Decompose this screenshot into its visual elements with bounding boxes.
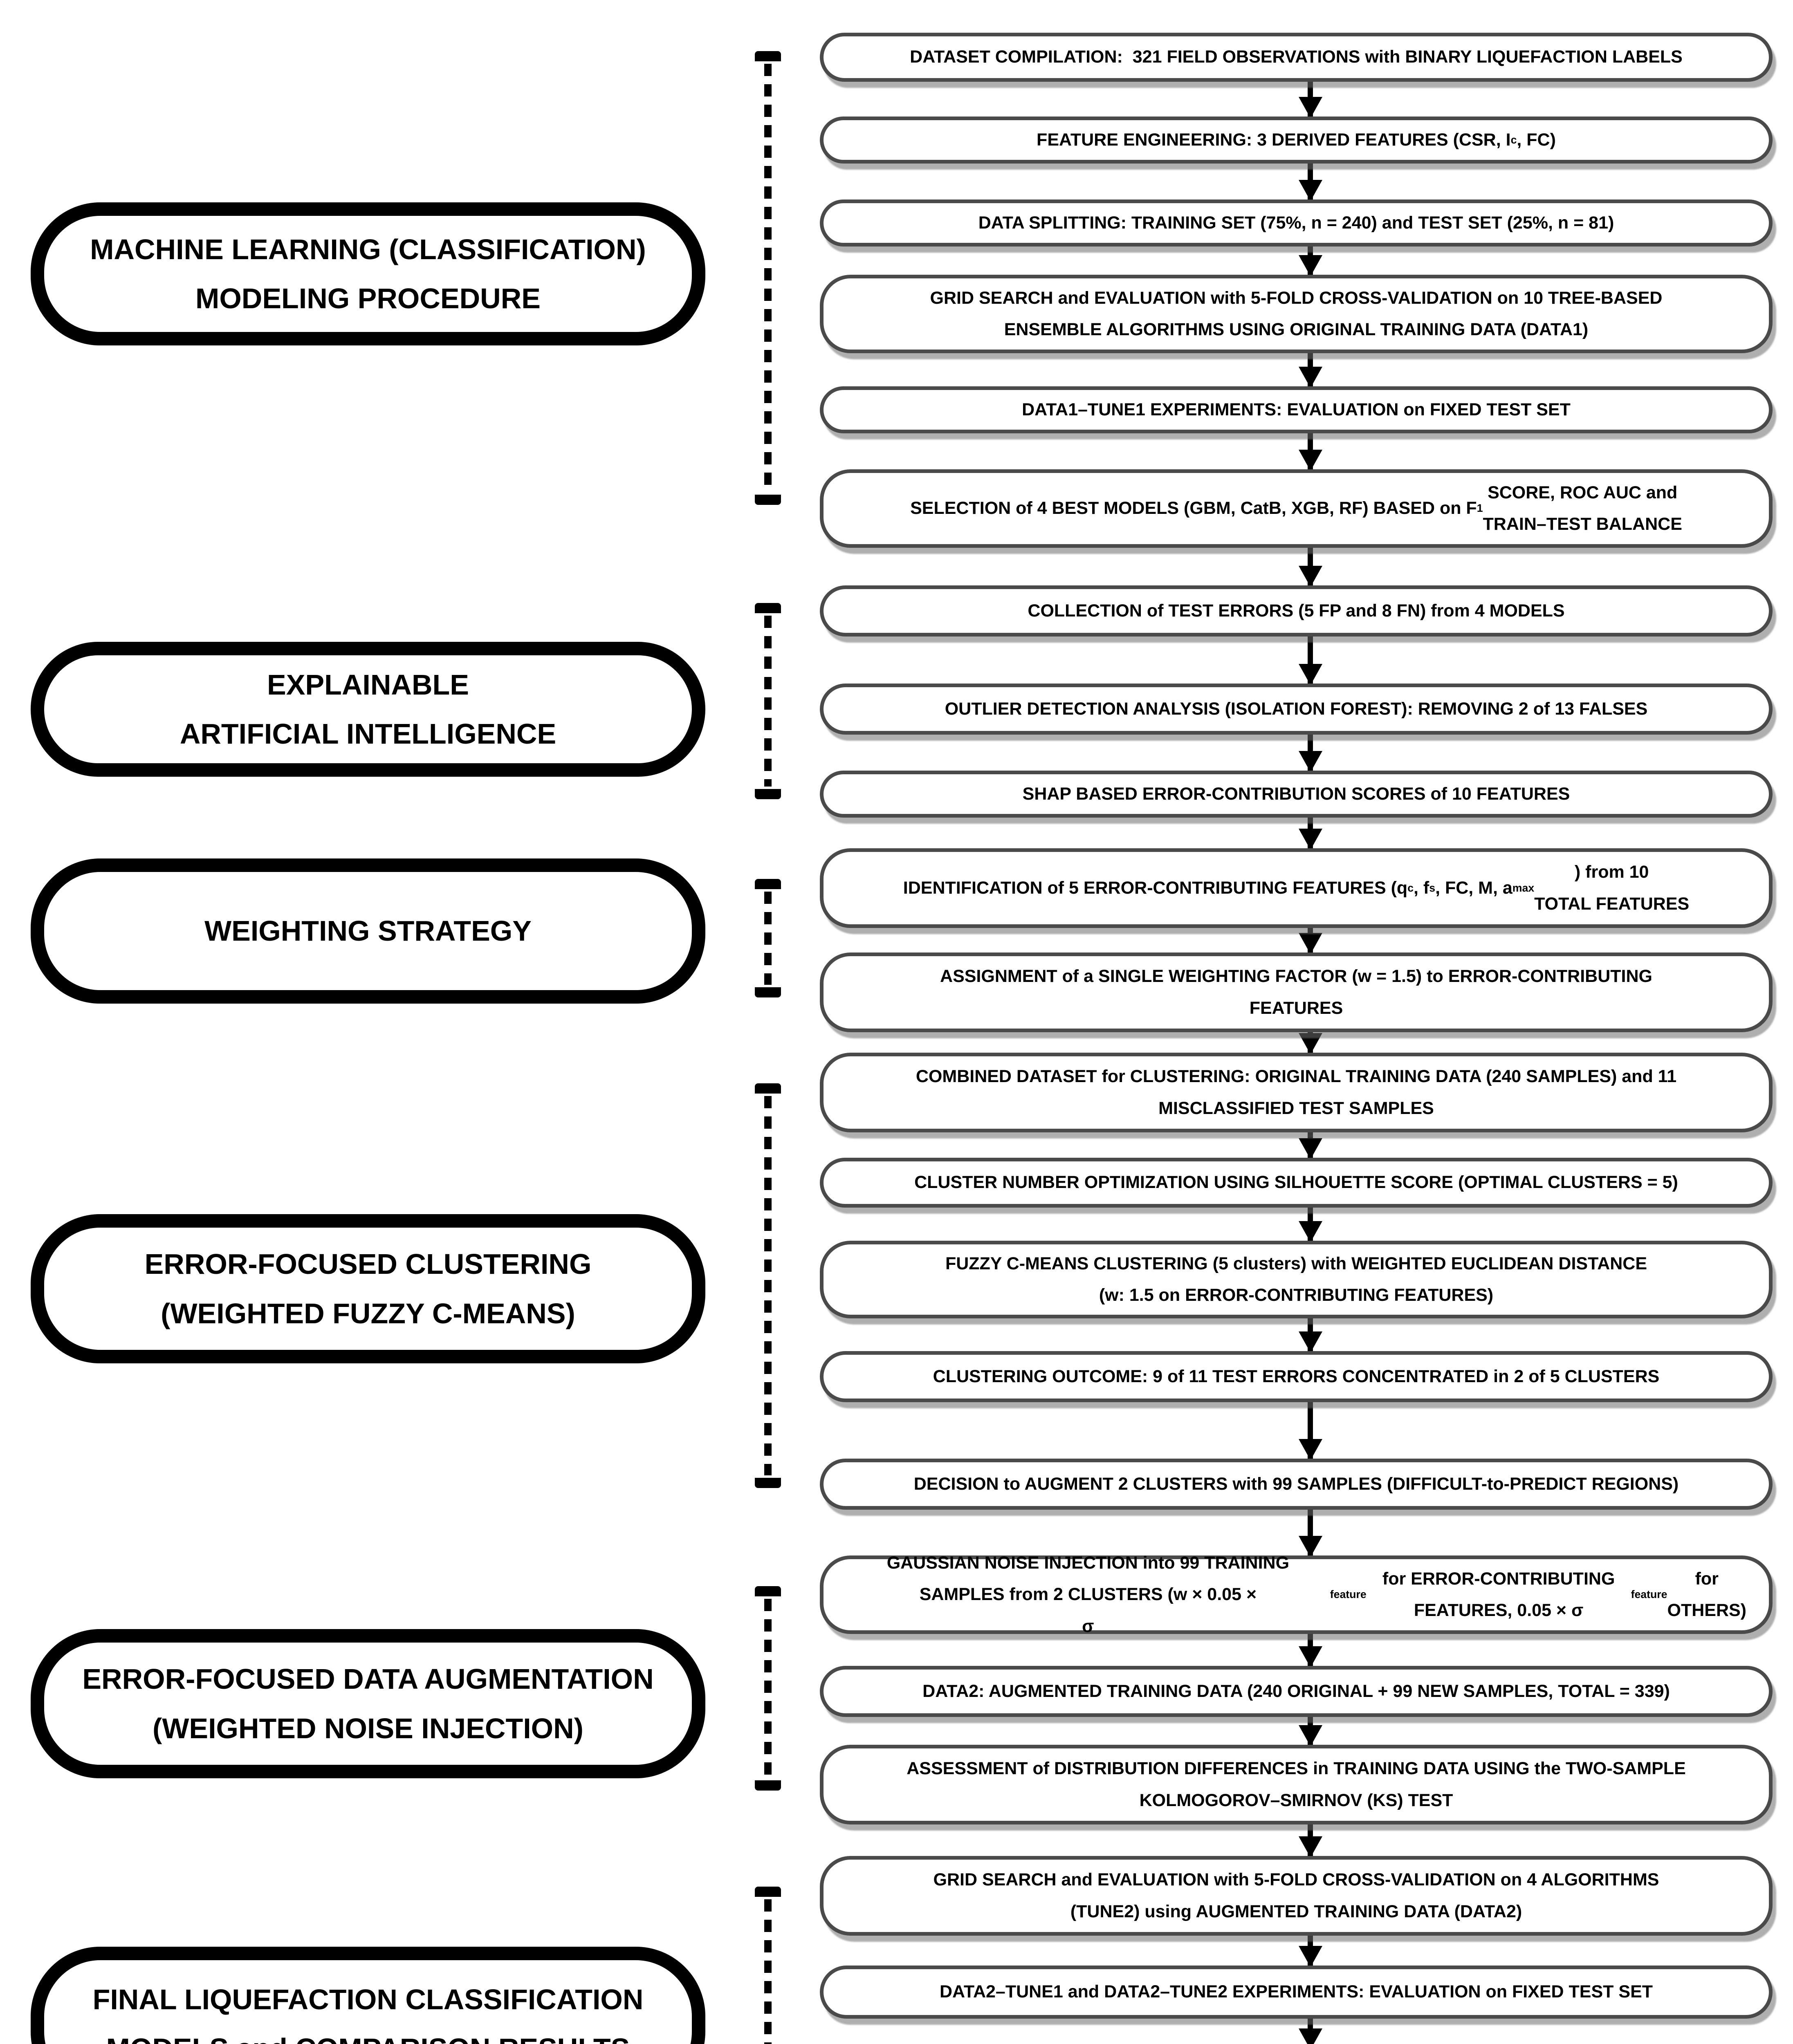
down-arrow xyxy=(1308,1509,1313,1557)
step-shap-error-scores: SHAP BASED ERROR-CONTRIBUTION SCORES of … xyxy=(820,771,1773,818)
side-label-weighting-strategy: WEIGHTING STRATEGY xyxy=(31,858,705,1004)
step-cluster-number-optimization: CLUSTER NUMBER OPTIMIZATION USING SILHOU… xyxy=(820,1158,1773,1208)
down-arrow xyxy=(1308,1031,1313,1054)
step-data2-experiments: DATA2–TUNE1 and DATA2–TUNE2 EXPERIMENTS:… xyxy=(820,1966,1773,2019)
step-weighting-factor-assignment: ASSIGNMENT of a SINGLE WEIGHTING FACTOR … xyxy=(820,953,1773,1032)
step-clustering-outcome: CLUSTERING OUTCOME: 9 of 11 TEST ERRORS … xyxy=(820,1351,1773,1402)
step-best-model-selection: SELECTION of 4 BEST MODELS (GBM, CatB, X… xyxy=(820,469,1773,548)
down-arrow xyxy=(1308,433,1313,471)
down-arrow xyxy=(1308,927,1313,954)
group-bracket-final-models xyxy=(755,1887,781,2044)
group-bracket-augmentation xyxy=(755,1586,781,1791)
step-dataset-compilation: DATASET COMPILATION: 321 FIELD OBSERVATI… xyxy=(820,33,1773,82)
side-label-error-focused-clustering: ERROR-FOCUSED CLUSTERING(WEIGHTED FUZZY … xyxy=(31,1214,705,1363)
step-combined-dataset: COMBINED DATASET for CLUSTERING: ORIGINA… xyxy=(820,1053,1773,1132)
down-arrow xyxy=(1308,81,1313,118)
down-arrow xyxy=(1308,636,1313,685)
down-arrow xyxy=(1308,1318,1313,1353)
step-error-feature-identification: IDENTIFICATION of 5 ERROR-CONTRIBUTING F… xyxy=(820,848,1773,928)
step-augmentation-decision: DECISION to AUGMENT 2 CLUSTERS with 99 S… xyxy=(820,1459,1773,1510)
step-feature-engineering: FEATURE ENGINEERING: 3 DERIVED FEATURES … xyxy=(820,117,1773,164)
down-arrow xyxy=(1308,1401,1313,1460)
down-arrow xyxy=(1308,1716,1313,1746)
step-data1-tune1-experiments: DATA1–TUNE1 EXPERIMENTS: EVALUATION on F… xyxy=(820,386,1773,433)
down-arrow xyxy=(1308,734,1313,772)
down-arrow xyxy=(1308,817,1313,850)
side-label-final-models-comparison: FINAL LIQUEFACTION CLASSIFICATIONMODELS … xyxy=(31,1947,705,2044)
step-fuzzy-cmeans-clustering: FUZZY C-MEANS CLUSTERING (5 clusters) wi… xyxy=(820,1241,1773,1318)
group-bracket-xai xyxy=(755,603,781,799)
step-test-error-collection: COLLECTION of TEST ERRORS (5 FP and 8 FN… xyxy=(820,585,1773,637)
down-arrow xyxy=(1308,1207,1313,1242)
side-label-error-focused-augmentation: ERROR-FOCUSED DATA AUGMENTATION(WEIGHTED… xyxy=(31,1629,705,1778)
step-outlier-detection: OUTLIER DETECTION ANALYSIS (ISOLATION FO… xyxy=(820,684,1773,735)
down-arrow xyxy=(1308,1824,1313,1858)
group-bracket-weighting xyxy=(755,879,781,997)
down-arrow xyxy=(1308,547,1313,587)
step-gaussian-noise-injection: GAUSSIAN NOISE INJECTION into 99 TRAININ… xyxy=(820,1553,1773,1636)
down-arrow xyxy=(1308,2018,1313,2044)
group-bracket-clustering xyxy=(755,1083,781,1488)
step-ks-test-assessment: ASSESSMENT of DISTRIBUTION DIFFERENCES i… xyxy=(820,1745,1773,1824)
down-arrow xyxy=(1308,246,1313,276)
group-bracket-ml-procedure xyxy=(755,51,781,505)
step-data-splitting: DATA SPLITTING: TRAINING SET (75%, n = 2… xyxy=(820,199,1773,247)
side-label-ml-modeling-procedure: MACHINE LEARNING (CLASSIFICATION)MODELIN… xyxy=(31,202,705,345)
step-grid-search-tune1: GRID SEARCH and EVALUATION with 5-FOLD C… xyxy=(820,275,1773,353)
down-arrow xyxy=(1308,1935,1313,1967)
down-arrow xyxy=(1308,1633,1313,1667)
down-arrow xyxy=(1308,1132,1313,1159)
step-grid-search-tune2: GRID SEARCH and EVALUATION with 5-FOLD C… xyxy=(820,1856,1773,1936)
down-arrow xyxy=(1308,352,1313,388)
down-arrow xyxy=(1308,163,1313,201)
step-data2-augmented-data: DATA2: AUGMENTED TRAINING DATA (240 ORIG… xyxy=(820,1666,1773,1717)
